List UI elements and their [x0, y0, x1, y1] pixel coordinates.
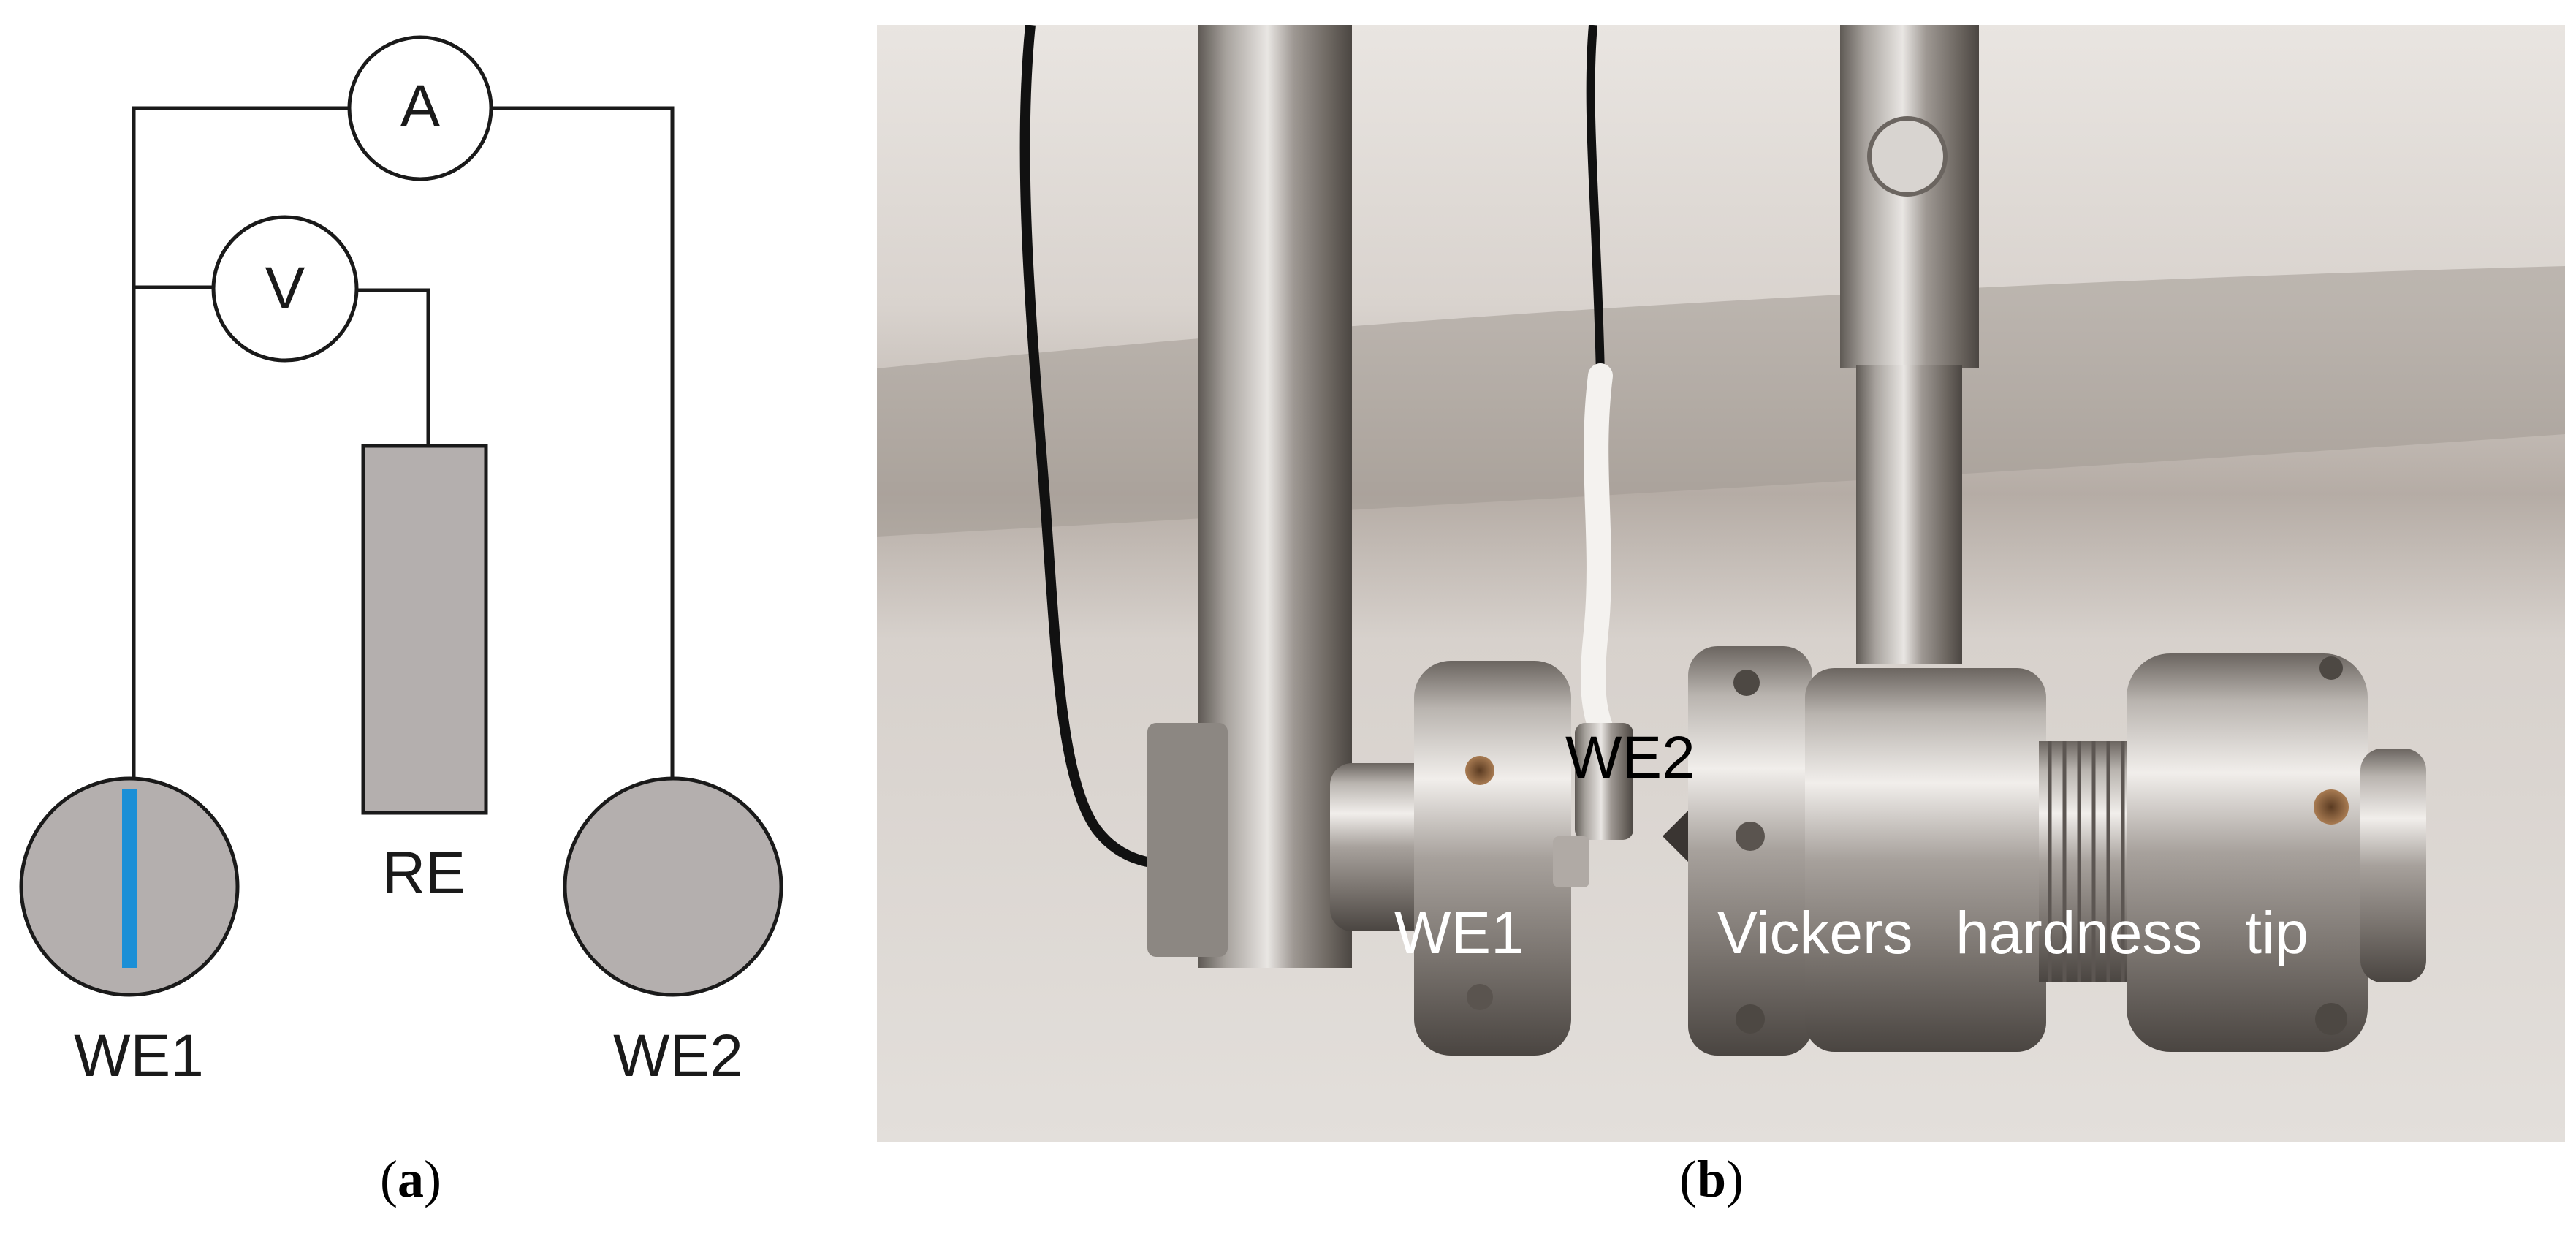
- tip-end-collar-hole-lower: [2315, 1003, 2347, 1035]
- black-cable-right: [1586, 25, 1605, 376]
- working-electrode-1: WE1: [19, 776, 240, 1089]
- caption-b: (b): [1679, 1149, 1744, 1210]
- working-electrode-2: WE2: [563, 776, 783, 1089]
- tip-end-cap: [2360, 749, 2426, 982]
- reference-electrode-label: RE: [382, 840, 466, 906]
- voltmeter: V: [211, 215, 359, 363]
- tip-end-collar-hole-middle: [2314, 789, 2349, 825]
- working-electrode-1-label: WE1: [74, 1023, 204, 1089]
- caption-b-open: (: [1679, 1150, 1697, 1208]
- tip-collar-hole-lower: [1736, 1004, 1765, 1034]
- caption-b-letter: b: [1696, 1150, 1727, 1208]
- working-electrode-2-label: WE2: [613, 1023, 743, 1089]
- working-electrode-2-disc: [563, 776, 783, 997]
- photo-label-vickers-tip: Vickers hardness tip: [1717, 900, 2309, 966]
- tip-main-cylinder: [1805, 668, 2046, 1052]
- reference-electrode-body: [361, 444, 488, 815]
- set-screw-head: [1867, 116, 1948, 197]
- photo-label-we1: WE1: [1394, 900, 1524, 966]
- caption-b-close: ): [1726, 1150, 1744, 1208]
- ammeter-circle: [347, 35, 493, 181]
- reference-electrode: RE: [361, 444, 488, 906]
- we1-holder-hole: [1465, 756, 1494, 785]
- ammeter-label: A: [400, 73, 441, 140]
- caption-a-open: (: [380, 1150, 398, 1208]
- we1-electrode-pin: [1553, 836, 1589, 887]
- voltmeter-circle: [211, 215, 359, 363]
- tip-collar-hole-upper: [1733, 670, 1760, 696]
- caption-a-close: ): [423, 1150, 441, 1208]
- setup-photo: WE2 WE1 Vickers hardness tip: [877, 25, 2565, 1142]
- tip-end-collar-hole-upper: [2319, 656, 2343, 680]
- we1-holder-hole-lower: [1467, 984, 1493, 1010]
- upper-holder-block: [1840, 25, 1979, 368]
- vertical-shaft: [1856, 365, 1962, 664]
- circuit-schematic: A V RE WE1 WE2: [19, 35, 783, 1089]
- tip-collar-hole-middle: [1736, 822, 1765, 851]
- caption-a-letter: a: [397, 1150, 424, 1208]
- we1-holder-disc: [1414, 661, 1571, 1056]
- wire-ammeter-to-we2: [492, 106, 675, 778]
- rod-mount-nut: [1147, 723, 1228, 957]
- wire-we1-to-ammeter: [132, 106, 349, 778]
- ammeter: A: [347, 35, 493, 181]
- we2-electrode-holder: [1575, 723, 1633, 840]
- caption-a: (a): [380, 1149, 441, 1210]
- tip-thread-section: [2039, 741, 2134, 982]
- tip-end-collar: [2127, 653, 2368, 1052]
- working-electrode-1-marker: [122, 789, 137, 968]
- voltmeter-label: V: [265, 255, 305, 322]
- wire-voltmeter-to-re: [358, 288, 430, 446]
- photo-label-we2: WE2: [1565, 724, 1695, 791]
- white-insulated-lead: [1581, 363, 1613, 739]
- thread-lines: [2048, 741, 2125, 982]
- circuit-wires: [132, 106, 675, 778]
- black-cable-left: [1019, 25, 1185, 871]
